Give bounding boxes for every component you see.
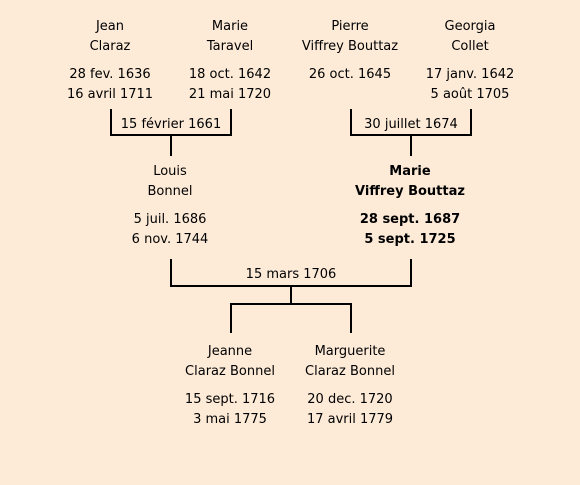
last-name: Bonnel [147,184,193,199]
birth-date: 5 juil. 1686 [133,212,207,227]
first-name: Louis [153,164,187,179]
connector-line [410,134,412,156]
death-date: 16 avril 1711 [66,87,154,102]
last-name: Viffrey Bouttaz [355,184,465,199]
connector-line [170,259,172,287]
birth-date: 28 sept. 1687 [359,212,461,227]
first-name: Marie [389,164,431,179]
death-date: 17 avril 1779 [306,412,394,427]
birth-date: 28 fev. 1636 [69,67,151,82]
last-name: Claraz Bonnel [185,364,275,379]
last-name: Viffrey Bouttaz [301,39,399,54]
first-name: Pierre [331,19,369,34]
birth-date: 20 dec. 1720 [307,392,393,407]
connector-line [230,109,232,136]
person-pierre-viffrey-bouttaz: Pierre Viffrey Bouttaz 26 oct. 1645 [285,17,415,85]
connector-line [230,303,232,333]
last-name: Claraz [89,39,131,54]
birth-date: 15 sept. 1716 [184,392,276,407]
person-marguerite-claraz-bonnel: Marguerite Claraz Bonnel 20 dec. 1720 17… [285,342,415,430]
person-marie-taravel: Marie Taravel 18 oct. 1642 21 mai 1720 [165,17,295,105]
first-name: Jeanne [207,344,253,359]
last-name: Claraz Bonnel [305,364,395,379]
connector-line [290,285,292,305]
person-marie-viffrey-bouttaz: Marie Viffrey Bouttaz 28 sept. 1687 5 se… [345,162,475,250]
death-date: 5 août 1705 [430,87,510,102]
death-date: 3 mai 1775 [193,412,267,427]
first-name: Jean [95,19,125,34]
person-louis-bonnel: Louis Bonnel 5 juil. 1686 6 nov. 1744 [105,162,235,250]
death-date: 5 sept. 1725 [364,232,456,247]
connector-line [350,303,352,333]
person-georgia-collet: Georgia Collet 17 janv. 1642 5 août 1705 [405,17,535,105]
death-date: 21 mai 1720 [188,87,272,102]
marriage-date-jean-marie: 15 février 1661 [120,117,222,132]
person-jeanne-claraz-bonnel: Jeanne Claraz Bonnel 15 sept. 1716 3 mai… [165,342,295,430]
marriage-date-louis-marie: 15 mars 1706 [245,267,337,282]
death-date: 6 nov. 1744 [131,232,209,247]
marriage-date-pierre-georgia: 30 juillet 1674 [364,117,458,132]
connector-line [170,134,172,156]
birth-date: 26 oct. 1645 [308,67,392,82]
last-name: Taravel [206,39,254,54]
connector-line [350,109,352,136]
birth-date: 18 oct. 1642 [188,67,272,82]
first-name: Marie [211,19,249,34]
first-name: Marguerite [314,344,386,359]
person-jean-claraz: Jean Claraz 28 fev. 1636 16 avril 1711 [45,17,175,105]
birth-date: 17 janv. 1642 [425,67,515,82]
connector-line [470,109,472,136]
last-name: Collet [451,39,489,54]
first-name: Georgia [444,19,496,34]
connector-line [110,109,112,136]
connector-line [230,303,352,305]
connector-line [410,259,412,287]
